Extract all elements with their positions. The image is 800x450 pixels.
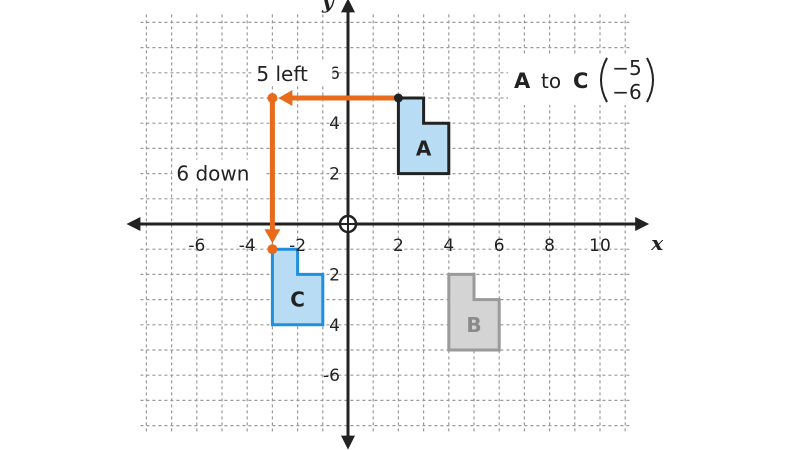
vector-to-shape: C <box>573 69 588 93</box>
y-tick-label: 4 <box>329 316 340 336</box>
vector-bottom-component: −6 <box>612 80 641 104</box>
x-tick-label: -6 <box>188 236 205 256</box>
x-tick-label: 4 <box>443 236 454 256</box>
x-tick-label: -2 <box>289 236 306 256</box>
left-movement-label: 5 left <box>256 62 308 86</box>
shape-label-a: A <box>416 136 432 160</box>
x-tick-label: 10 <box>589 236 611 256</box>
shape-a <box>396 96 451 176</box>
x-axis-name: x <box>650 231 664 255</box>
x-tick-label: 2 <box>393 236 404 256</box>
y-tick-label: -6 <box>323 366 340 386</box>
y-axis-arrow-down <box>341 435 355 450</box>
x-tick-label: 8 <box>544 236 555 256</box>
x-axis-arrow-left <box>126 217 141 231</box>
down-arrowhead <box>264 229 281 244</box>
start-point-dot <box>393 93 403 103</box>
shape-b <box>447 272 501 352</box>
vector-top-component: −5 <box>612 56 641 80</box>
y-tick-label: 4 <box>329 114 340 134</box>
y-axis-name: y <box>321 0 335 13</box>
vector-annotation-background <box>508 55 658 105</box>
shapes-layer: A B C <box>270 96 501 352</box>
tick-labels: -6 -4 -2 2 4 6 8 10 6 4 2 2 4 -6 <box>188 64 610 386</box>
y-axis-arrow-up <box>341 0 355 13</box>
axes: x y <box>126 0 664 450</box>
shape-c <box>270 247 325 327</box>
y-tick-label: 6 <box>329 64 340 84</box>
corner-point-dot <box>267 93 278 103</box>
x-tick-label: 6 <box>494 236 505 256</box>
vector-from-shape: A <box>514 69 531 93</box>
x-axis-arrow-right <box>635 217 650 231</box>
x-tick-label: -4 <box>239 236 256 256</box>
vector-right-bracket <box>646 57 654 103</box>
y-tick-label: 2 <box>329 265 340 285</box>
down-label-background <box>172 159 267 188</box>
shape-label-b: B <box>466 313 481 337</box>
translation-vector-annotation: A to C −5 −6 <box>508 55 658 105</box>
left-label-background <box>254 62 333 86</box>
y-tick-label: 2 <box>329 165 340 185</box>
down-movement-label: 6 down <box>176 162 249 186</box>
end-point-dot <box>267 244 278 255</box>
left-arrowhead <box>278 90 293 106</box>
shape-label-c: C <box>290 288 305 312</box>
vector-to-word: to <box>541 69 561 93</box>
translation-path: 5 left 6 down <box>172 62 403 255</box>
vector-left-bracket <box>600 57 608 103</box>
